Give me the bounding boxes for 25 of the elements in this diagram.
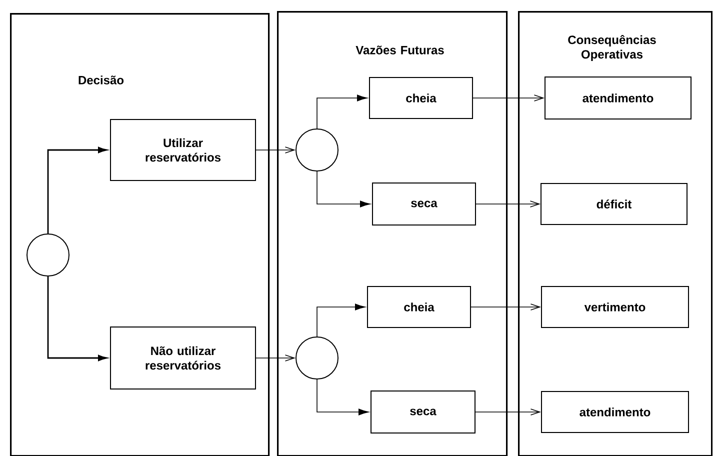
option-box: atendimento: [544, 76, 692, 120]
chance-circle: [296, 128, 338, 172]
option-box: Não utilizar reservatórios: [110, 326, 256, 390]
arrow: [316, 379, 369, 416]
chance-circle: [26, 234, 70, 276]
arrow: [475, 408, 542, 416]
arrow: [316, 171, 370, 208]
option-box: Utilizar reservatórios: [110, 119, 256, 181]
arrow: [316, 94, 368, 129]
arrow: [47, 276, 108, 362]
arrow: [316, 304, 366, 337]
option-box: seca: [370, 390, 476, 434]
option-box: atendimento: [541, 391, 689, 433]
arrow: [476, 200, 540, 208]
option-box: cheia: [367, 286, 471, 328]
chance-circle: [296, 336, 338, 380]
option-box: déficit: [540, 183, 688, 225]
arrow: [256, 354, 296, 362]
option-box: seca: [372, 182, 476, 226]
arrow: [47, 146, 108, 234]
arrow: [472, 94, 544, 102]
option-box: cheia: [369, 77, 473, 119]
arrow: [470, 304, 542, 310]
option-box: vertimento: [541, 286, 689, 328]
arrow: [256, 146, 296, 154]
